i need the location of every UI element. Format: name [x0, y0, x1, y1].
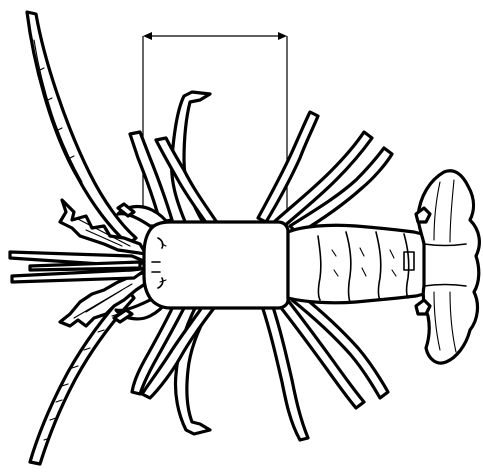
bracket-arrow-right: [278, 32, 287, 40]
legs-lower: [132, 294, 388, 440]
tail-fan: [416, 171, 479, 363]
bracket-arrow-left: [143, 32, 152, 40]
carapace: [144, 222, 288, 308]
legs-upper: [130, 92, 392, 234]
antennules: [10, 252, 148, 282]
abdomen: [288, 225, 432, 303]
